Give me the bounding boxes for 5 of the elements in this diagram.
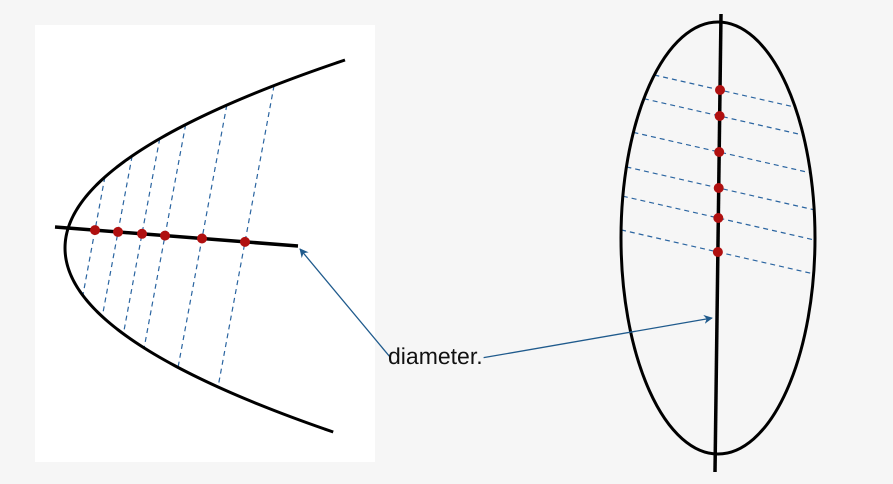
arrow xyxy=(484,314,713,358)
diameter-line xyxy=(54,225,298,248)
diameter-label: diameter. xyxy=(388,345,483,368)
diameter-line xyxy=(713,14,723,472)
arrow xyxy=(299,248,390,358)
